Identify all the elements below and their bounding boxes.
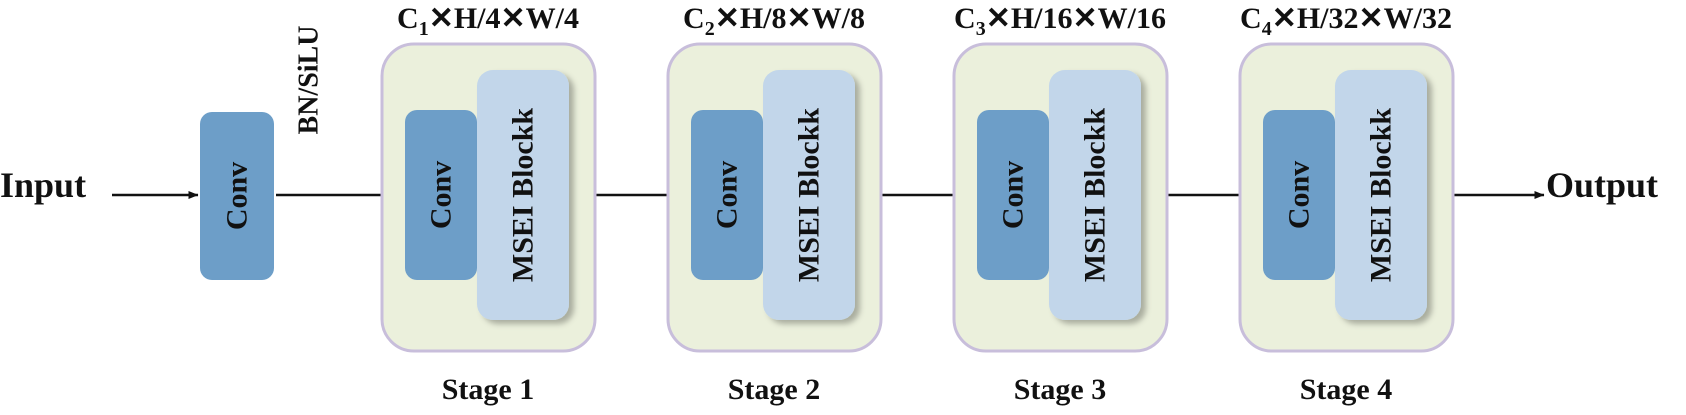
stage-4-msei-label: MSEI Blockk: [1365, 108, 1398, 283]
stage-3-conv-block: [977, 110, 1049, 280]
stage-3-msei-block: [1049, 70, 1141, 320]
stage-3: Conv MSEI Blockk C3✕H/16✕W/16 Stage 3: [952, 2, 1169, 406]
stage-3-conv-label: Conv: [997, 161, 1030, 229]
stage-3-label: Stage 3: [1014, 373, 1107, 406]
stage-4-conv-label: Conv: [1283, 161, 1316, 229]
stage-1-conv-block: [405, 110, 477, 280]
stage-1-label: Stage 1: [442, 373, 535, 406]
stage-1: Conv MSEI Blockk C1✕H/4✕W/4 Stage 1: [380, 2, 597, 406]
stem-conv-label: Conv: [221, 162, 254, 230]
stage-2-msei-block: [763, 70, 855, 320]
stage-4: Conv MSEI Blockk C4✕H/32✕W/32 Stage 4: [1238, 2, 1455, 406]
stage-4-label: Stage 4: [1300, 373, 1393, 406]
stem-conv-block: [200, 112, 274, 280]
output-label: Output: [1546, 165, 1658, 205]
stage-2-conv-block: [691, 110, 763, 280]
stage-3-dims-label: C3✕H/16✕W/16: [954, 2, 1166, 40]
stage-2-msei-label: MSEI Blockk: [793, 108, 826, 283]
stage-1-msei-label: MSEI Blockk: [507, 108, 540, 283]
stage-4-dims-label: C4✕H/32✕W/32: [1240, 2, 1452, 40]
stage-1-conv-label: Conv: [425, 161, 458, 229]
input-label: Input: [0, 165, 86, 205]
stage-3-msei-label: MSEI Blockk: [1079, 108, 1112, 283]
stage-4-conv-block: [1263, 110, 1335, 280]
stage-1-dims-label: C1✕H/4✕W/4: [397, 2, 579, 40]
stage-2-label: Stage 2: [728, 373, 821, 406]
stage-2: Conv MSEI Blockk C2✕H/8✕W/8 Stage 2: [666, 2, 883, 406]
stage-4-msei-block: [1335, 70, 1427, 320]
stage-1-msei-block: [477, 70, 569, 320]
stage-2-conv-label: Conv: [711, 161, 744, 229]
stage-2-dims-label: C2✕H/8✕W/8: [683, 2, 865, 40]
activation-label: BN/SiLU: [294, 26, 325, 135]
